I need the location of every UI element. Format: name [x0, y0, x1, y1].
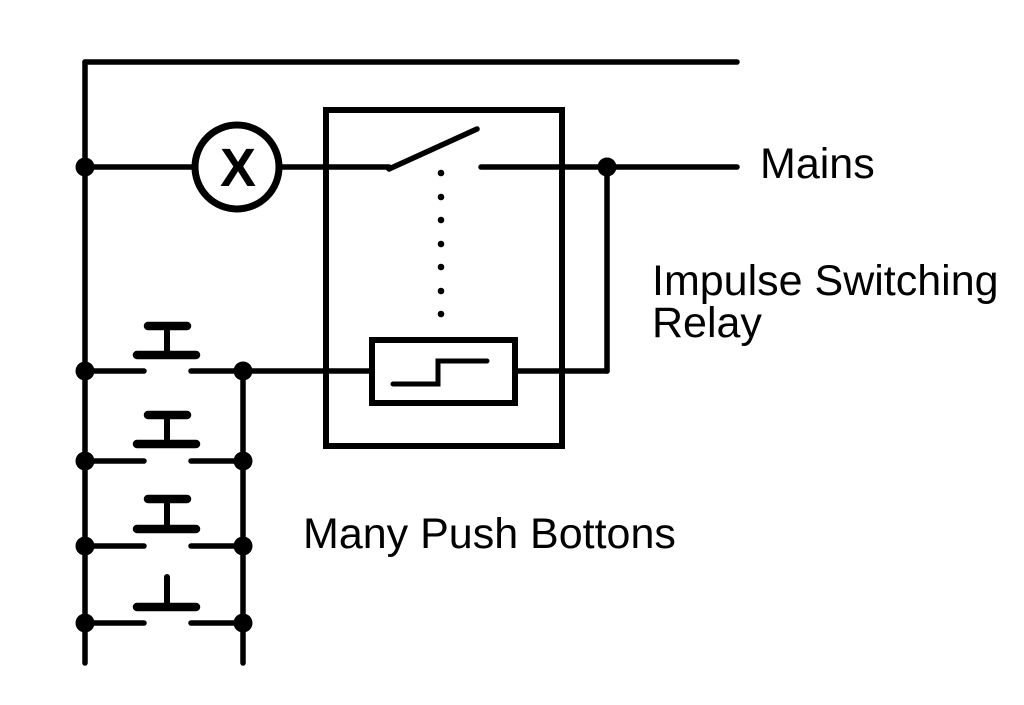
- push-button-4-icon: [132, 574, 201, 612]
- impulse-relay-label-line1: Impulse Switching: [652, 257, 999, 305]
- junction-dot: [75, 613, 95, 633]
- link-dot: [437, 310, 445, 318]
- link-dot: [437, 216, 445, 224]
- impulse-relay-label-line2: Relay: [652, 299, 762, 347]
- lamp-circle: [191, 121, 283, 213]
- junction-dot: [75, 451, 95, 471]
- lamp-x-symbol: X: [220, 138, 256, 198]
- push-button-3-icon: [132, 494, 201, 534]
- junction-dot: [75, 361, 95, 381]
- push-buttons-label: Many Push Bottons: [303, 510, 676, 558]
- link-dot: [437, 287, 445, 295]
- junction-dot: [597, 157, 617, 177]
- link-dot: [437, 263, 445, 271]
- junction-dots: [75, 157, 617, 633]
- relay-coil-icon: [369, 337, 518, 406]
- switch-blade: [386, 126, 480, 172]
- coil-step-symbol: [390, 358, 490, 387]
- push-button-1-icon: [132, 321, 201, 360]
- switch-contact-icon: [386, 126, 610, 172]
- coil-box: [369, 337, 518, 406]
- mains-label: Mains: [760, 140, 875, 188]
- dotted-link-icon: [437, 169, 445, 318]
- impulse-relay-label: Impulse Switching Relay: [652, 257, 999, 347]
- junction-dot: [233, 361, 253, 381]
- relay-box: [323, 107, 565, 449]
- junction-dot: [75, 157, 95, 177]
- junction-dot: [233, 451, 253, 471]
- lamp-icon: X: [191, 121, 283, 213]
- junction-dot: [75, 536, 95, 556]
- link-dot: [437, 169, 445, 177]
- junction-dot: [233, 613, 253, 633]
- push-button-2-icon: [132, 410, 201, 449]
- link-dot: [437, 240, 445, 248]
- link-dot: [437, 193, 445, 201]
- junction-dot: [233, 536, 253, 556]
